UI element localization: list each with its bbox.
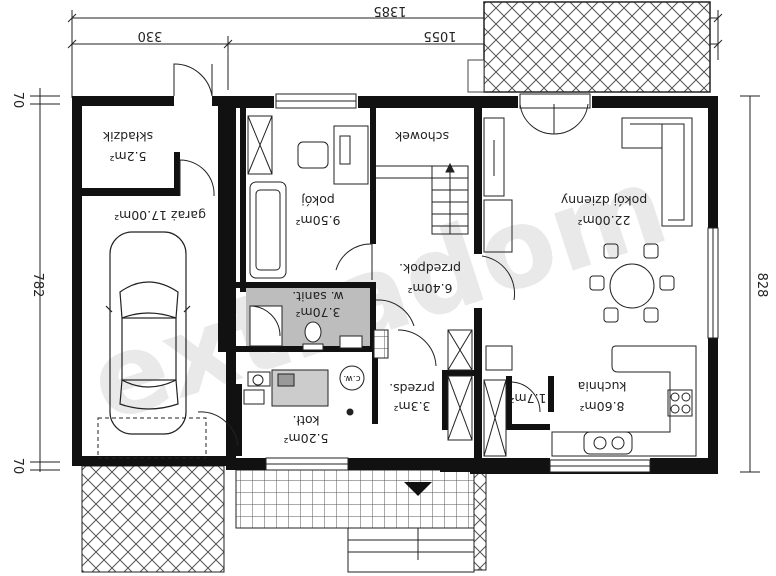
label-przeds-name: przeds. — [389, 381, 435, 396]
doors — [173, 63, 589, 447]
label-wsanit-area: 3.70m² — [295, 305, 340, 320]
wc-fixtures — [249, 305, 389, 359]
car-icon — [105, 231, 191, 435]
label-przedpok-area: 6.40m² — [407, 281, 452, 296]
label-wsanit-name: w. sanit. — [292, 289, 343, 304]
dim-left-depth: 782 — [30, 273, 45, 298]
hall-cupboards — [447, 117, 513, 457]
label-kuchnia-area: 8.60m² — [579, 399, 624, 414]
bedroom-furniture — [247, 115, 369, 279]
windows — [97, 93, 719, 473]
label-przedpok-name: przedpok. — [399, 261, 461, 276]
label-kuchnia-name: kuchnia — [578, 379, 627, 394]
living-room-furniture — [589, 117, 693, 323]
dim-left-width: 330 — [138, 28, 163, 43]
kitchen-fittings — [485, 345, 697, 457]
label-pokoj-dzienny-area: 22.00m² — [578, 213, 631, 228]
label-przeds-area: 3.3m² — [393, 399, 430, 414]
entrance-arrow-icon — [404, 482, 432, 496]
label-cw: c.w. — [343, 373, 360, 383]
dim-offset-top: 70 — [10, 92, 25, 109]
staircase — [376, 162, 469, 235]
room-labels: składzik 5.2m² garaż 17.00m² pokój 9.50m… — [102, 129, 647, 446]
terrace-paving — [483, 1, 711, 93]
dim-total-width: 1385 — [373, 3, 406, 18]
boiler-equipment — [243, 365, 365, 416]
label-pokoj-dzienny-name: pokój dzienny — [560, 193, 647, 208]
label-garaz: garaż 17.00m² — [114, 208, 206, 223]
walls — [72, 96, 718, 474]
label-skladzik-name: składzik — [102, 129, 153, 144]
entrance-steps — [240, 527, 475, 573]
dim-right-depth: 828 — [754, 273, 769, 298]
label-spizarnia: 1.7m² — [509, 391, 546, 406]
label-skladzik-area: 5.2m² — [109, 149, 146, 164]
label-pokoj-name: pokój — [301, 193, 335, 208]
label-kotl-area: 5.20m² — [283, 431, 328, 446]
label-pokoj-area: 9.50m² — [295, 213, 340, 228]
porch-paving — [235, 469, 475, 529]
label-kotl-name: kotł. — [293, 413, 320, 428]
planter — [467, 59, 485, 93]
driveway-paving — [81, 465, 225, 573]
porch-side-paving — [473, 469, 487, 571]
dim-right-width: 1055 — [423, 28, 456, 43]
label-schowek: schowek — [394, 129, 449, 144]
dim-offset-bottom: 70 — [10, 458, 25, 475]
